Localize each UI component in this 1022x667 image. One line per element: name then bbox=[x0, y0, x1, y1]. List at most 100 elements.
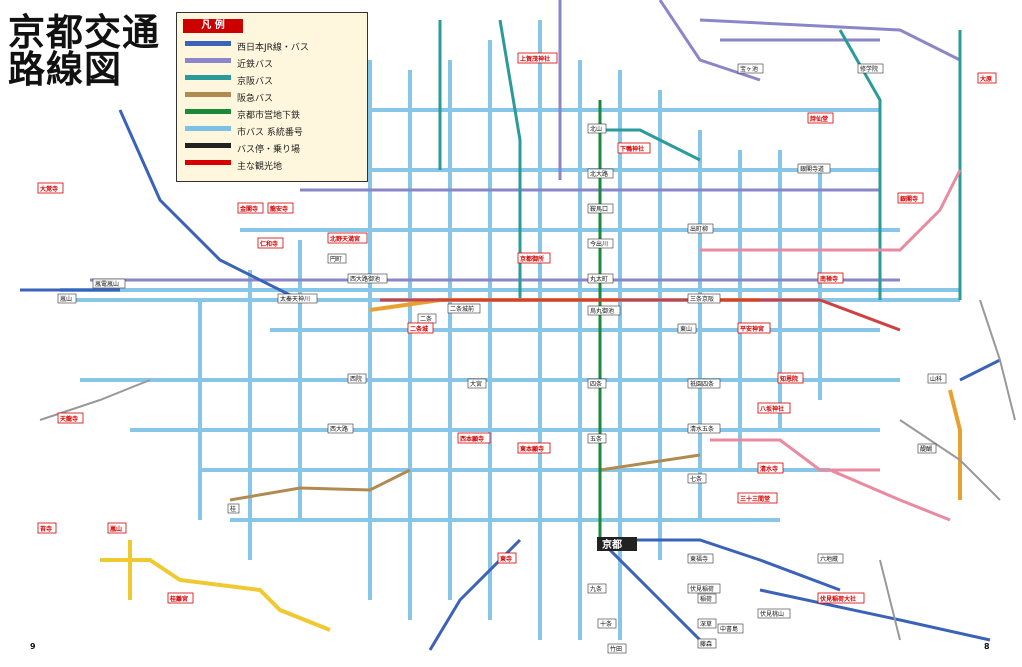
sight[interactable]: 大覚寺 bbox=[37, 182, 64, 194]
legend-item-label: 西日本JR線・バス bbox=[237, 43, 309, 53]
station[interactable]: 醍醐 bbox=[917, 443, 937, 454]
legend-item-label: 京阪バス bbox=[237, 77, 274, 87]
station[interactable]: 円町 bbox=[327, 253, 347, 264]
station-label: 桂 bbox=[230, 505, 236, 513]
sight[interactable]: 銀閣寺 bbox=[897, 192, 924, 204]
station[interactable]: 太秦天神川 bbox=[277, 293, 318, 304]
station[interactable]: 今出川 bbox=[587, 238, 614, 249]
sight[interactable]: 上賀茂神社 bbox=[517, 52, 558, 64]
station[interactable]: 竹田 bbox=[607, 643, 627, 654]
station[interactable]: 二条城前 bbox=[447, 303, 481, 314]
sight-label: 東本願寺 bbox=[520, 445, 544, 453]
station-box bbox=[467, 378, 487, 389]
kyoto-station[interactable]: 京都 bbox=[597, 537, 637, 551]
sight[interactable]: 二条城 bbox=[407, 322, 434, 334]
sight[interactable]: 大原 bbox=[977, 72, 997, 84]
station[interactable]: 五条 bbox=[587, 433, 607, 444]
station[interactable]: 大宮 bbox=[467, 378, 487, 389]
station[interactable]: 藤森 bbox=[697, 638, 717, 649]
station[interactable]: 山科 bbox=[927, 373, 947, 384]
sight[interactable]: 東寺 bbox=[497, 552, 517, 564]
sight[interactable]: 平安神宮 bbox=[737, 322, 771, 334]
station[interactable]: 嵐山 bbox=[57, 293, 77, 304]
sight-box bbox=[777, 372, 804, 384]
map-title-line1: 京都交通 bbox=[8, 11, 160, 54]
station[interactable]: 烏丸御池 bbox=[587, 305, 621, 316]
station[interactable]: 丸太町 bbox=[587, 273, 614, 284]
station-label: 三条京阪 bbox=[690, 295, 714, 303]
station-box bbox=[797, 163, 831, 174]
station[interactable]: 西大路 bbox=[327, 423, 354, 434]
sight-label: 上賀茂神社 bbox=[520, 55, 550, 63]
station[interactable]: 東福寺 bbox=[687, 553, 714, 564]
sight[interactable]: 金閣寺 bbox=[237, 202, 264, 214]
station-box bbox=[327, 423, 354, 434]
sight[interactable]: 京都御所 bbox=[517, 252, 551, 264]
station[interactable]: 出町柳 bbox=[687, 223, 714, 234]
station-box bbox=[347, 373, 367, 384]
sight[interactable]: 天龍寺 bbox=[57, 412, 84, 424]
station[interactable]: 六地蔵 bbox=[817, 553, 844, 564]
sight[interactable]: 嵐山 bbox=[107, 522, 127, 534]
station-box bbox=[587, 238, 614, 249]
station-box bbox=[687, 553, 714, 564]
station[interactable]: 伏見桃山 bbox=[757, 608, 791, 619]
station[interactable]: 伏見稲荷 bbox=[687, 583, 721, 594]
sight[interactable]: 桂離宮 bbox=[167, 592, 194, 604]
station[interactable]: 深草 bbox=[697, 618, 717, 629]
sight[interactable]: 東本願寺 bbox=[517, 442, 551, 454]
sight[interactable]: 仁和寺 bbox=[257, 237, 284, 249]
sight-label: 銀閣寺 bbox=[900, 195, 918, 203]
sight[interactable]: 伏見稲荷大社 bbox=[817, 592, 865, 604]
legend: 凡 例 西日本JR線・バス近鉄バス京阪バス阪急バス京都市営地下鉄市バス 系統番号… bbox=[176, 12, 368, 182]
sight-label: 西本願寺 bbox=[460, 435, 484, 443]
station[interactable]: 九条 bbox=[587, 583, 607, 594]
station[interactable]: 鞍馬口 bbox=[587, 203, 614, 214]
sight-label: 八坂神社 bbox=[759, 405, 784, 413]
station[interactable]: 宝ヶ池 bbox=[737, 63, 764, 74]
station[interactable]: 北山 bbox=[587, 123, 607, 134]
station[interactable]: 銀閣寺道 bbox=[797, 163, 831, 174]
legend-swatch bbox=[185, 143, 231, 148]
sight[interactable]: 龍安寺 bbox=[267, 202, 294, 214]
sight[interactable]: 三十三間堂 bbox=[737, 492, 778, 504]
station-box bbox=[817, 553, 844, 564]
station[interactable]: 十条 bbox=[597, 618, 617, 629]
sight-label: 平安神宮 bbox=[740, 325, 764, 333]
station-label: 西大路御池 bbox=[350, 275, 380, 283]
station[interactable]: 西大路御池 bbox=[347, 273, 388, 284]
yellow-line bbox=[100, 540, 331, 632]
station[interactable]: 嵐電嵐山 bbox=[92, 278, 126, 289]
sight-label: 二条城 bbox=[410, 325, 428, 333]
station[interactable]: 桂 bbox=[227, 503, 240, 514]
station-label: 七条 bbox=[690, 475, 702, 483]
sight[interactable]: 苔寺 bbox=[37, 522, 57, 534]
station-box bbox=[587, 273, 614, 284]
eizan-line bbox=[700, 169, 962, 522]
station[interactable]: 修学院 bbox=[857, 63, 884, 74]
station[interactable]: 二条 bbox=[417, 313, 437, 324]
sight[interactable]: 知恩院 bbox=[777, 372, 804, 384]
sight[interactable]: 西本願寺 bbox=[457, 432, 491, 444]
station-label: 深草 bbox=[700, 620, 712, 628]
sight[interactable]: 八坂神社 bbox=[757, 402, 791, 414]
station[interactable]: 中書島 bbox=[717, 623, 744, 634]
station[interactable]: 三条京阪 bbox=[687, 293, 721, 304]
station-box bbox=[687, 293, 721, 304]
sight[interactable]: 南禅寺 bbox=[817, 272, 844, 284]
sight[interactable]: 清水寺 bbox=[757, 462, 784, 474]
station[interactable]: 北大路 bbox=[587, 168, 614, 179]
station-label: 宝ヶ池 bbox=[740, 65, 758, 73]
station[interactable]: 東山 bbox=[677, 323, 697, 334]
station-label: 東福寺 bbox=[690, 555, 708, 563]
station[interactable]: 西院 bbox=[347, 373, 367, 384]
station[interactable]: 清水五条 bbox=[687, 423, 721, 434]
sight[interactable]: 北野天満宮 bbox=[327, 232, 368, 244]
station[interactable]: 祇園四条 bbox=[687, 378, 721, 389]
station[interactable]: 七条 bbox=[687, 473, 707, 484]
sight[interactable]: 詩仙堂 bbox=[807, 112, 834, 124]
sight[interactable]: 下鴨神社 bbox=[617, 142, 651, 154]
kyoto-station-label: 京都 bbox=[602, 538, 622, 551]
station[interactable]: 稲荷 bbox=[697, 593, 717, 604]
station[interactable]: 四条 bbox=[587, 378, 607, 389]
